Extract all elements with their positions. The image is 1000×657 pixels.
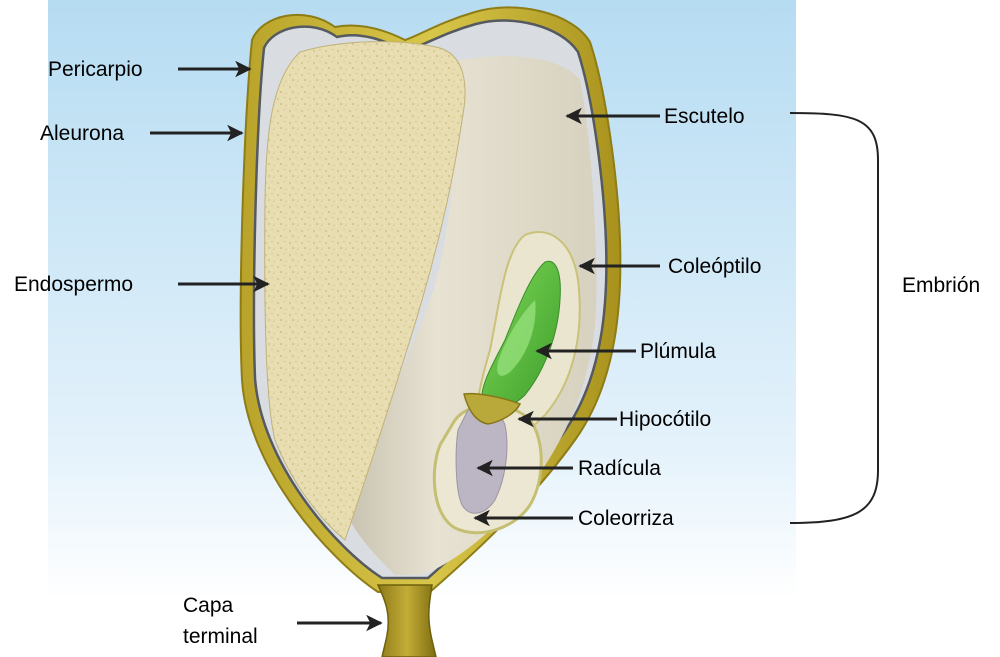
label-escutelo: Escutelo [664,105,745,128]
label-aleurona: Aleurona [40,122,124,145]
label-terminal: terminal [183,625,258,648]
label-endospermo: Endospermo [14,273,133,296]
label-capa: Capa [183,594,234,617]
embryo-bracket [790,113,878,523]
label-plumula: Plúmula [640,340,716,363]
label-coleoptilo: Coleóptilo [668,255,761,278]
label-radicula: Radícula [578,457,661,480]
tip-cap [378,585,436,657]
label-coleorriza: Coleorriza [578,507,674,530]
label-pericarpio: Pericarpio [48,58,143,81]
label-embrion: Embrión [902,274,980,297]
label-hipocotilo: Hipocótilo [619,408,711,431]
